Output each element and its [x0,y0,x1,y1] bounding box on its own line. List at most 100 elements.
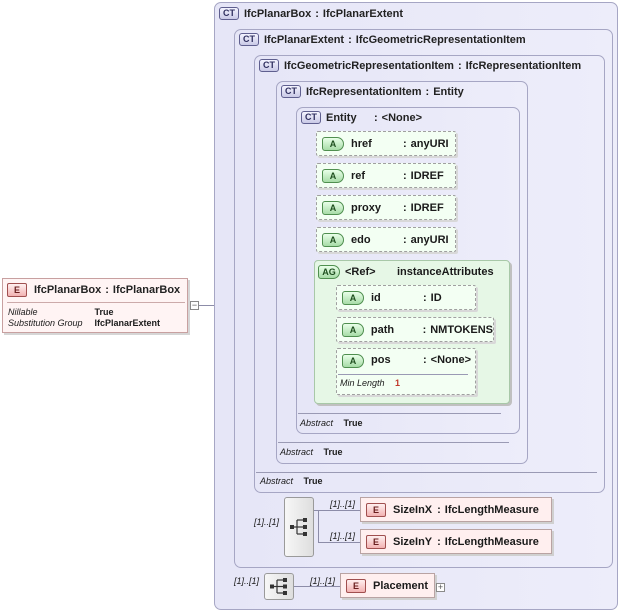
attribute-name: edo [351,233,371,246]
attribute-path[interactable]: A path NMTOKENS [336,317,494,342]
connector-seq-trunk [318,510,319,543]
root-prop-key: Nillable [8,307,38,317]
sizeiny-cardinality: [1]..[1] [330,531,356,541]
ct-name: IfcPlanarExtent [264,33,345,46]
complex-type-icon: CT [219,7,239,20]
ct-type: <None> [381,111,423,124]
connector-root [198,305,215,306]
element-type: IfcLengthMeasure [437,536,539,548]
ct-entity-header: CT Entity : <None> [301,111,422,124]
ct-sep: : [374,111,378,124]
ct-name: Entity [326,111,357,124]
attribute-group-icon: AG [318,265,340,279]
footer-value: 1 [395,378,401,388]
geom-footer-divider [256,472,597,473]
root-prop-key: Substitution Group [8,318,83,328]
element-name: SizeInX [393,503,433,516]
attribute-type: anyURI [403,138,449,150]
element-name: Placement [373,579,429,592]
root-prop-substitution: Substitution Group IfcPlanarExtent [8,318,160,328]
attribute-group-name: <Ref> [345,266,376,278]
root-prop-value: True [94,307,114,317]
ct-sep: : [348,33,352,46]
inner-sequence-compositor[interactable] [284,497,314,557]
attribute-ref[interactable]: A ref IDREF [316,163,456,188]
complex-type-icon: CT [281,85,301,98]
rep-footer-divider [278,442,509,443]
element-badge-icon: E [7,283,27,297]
attribute-icon: A [322,136,344,151]
ct-type: IfcPlanarExtent [322,7,404,20]
placement-cardinality: [1]..[1] [310,576,336,586]
element-name: SizeInY [393,535,433,548]
ct-name: IfcRepresentationItem [306,85,422,98]
attribute-icon: A [322,168,344,183]
footer-value: True [323,447,343,457]
attribute-icon: A [342,354,364,368]
complex-type-icon: CT [301,111,321,124]
entity-abstract-footer: Abstract True [300,418,363,428]
element-type: IfcLengthMeasure [437,504,539,516]
footer-value: True [303,476,323,486]
attribute-icon: A [322,200,344,215]
pos-divider [338,374,468,375]
attribute-type: ID [423,292,442,304]
footer-value: True [343,418,363,428]
ct-rep-header: CT IfcRepresentationItem : Entity [281,85,464,98]
element-sizeinx[interactable]: E SizeInX IfcLengthMeasure [360,497,552,522]
attribute-name: path [370,323,395,336]
footer-key: Abstract [280,447,314,457]
entity-footer-divider [298,413,501,414]
ct-type: Entity [433,85,464,98]
attribute-icon: A [342,290,364,305]
root-element-header: E IfcPlanarBox : IfcPlanarBox [7,283,180,297]
ct-name: IfcPlanarBox [244,7,312,20]
ct-sep: : [315,7,319,20]
attribute-type: IDREF [403,170,444,182]
root-element-divider [7,302,185,303]
geom-abstract-footer: Abstract True [260,476,323,486]
sequence-icon [290,518,307,536]
attribute-group-header: AG <Ref> instanceAttributes [318,265,494,279]
attribute-icon: A [342,322,364,337]
ct-geom-header: CT IfcGeometricRepresentationItem : IfcR… [259,59,581,72]
ct-sep: : [457,59,462,72]
root-element-sep: : [105,284,109,296]
attribute-name: id [371,291,381,304]
inner-sequence-cardinality: [1]..[1] [254,517,280,527]
attribute-type: IDREF [403,202,444,214]
outer-sequence-compositor[interactable] [264,573,294,600]
root-expand-icon[interactable]: − [190,300,199,310]
root-prop-nillable: Nillable True [8,307,114,317]
element-placement[interactable]: E Placement [340,573,435,598]
attribute-edo[interactable]: A edo anyURI [316,227,456,252]
attribute-pos[interactable]: A pos <None> [336,348,476,395]
attribute-proxy[interactable]: A proxy IDREF [316,195,456,220]
attribute-name: proxy [351,201,381,214]
ct-type: IfcRepresentationItem [465,59,582,72]
root-element-ifcplanarbox[interactable]: E IfcPlanarBox : IfcPlanarBox Nillable T… [2,278,188,333]
connector-placement [294,586,340,587]
ct-sep: : [425,85,430,98]
ct-ifcplanarextent-header: CT IfcPlanarExtent : IfcGeometricReprese… [239,33,526,46]
connector-seq-y [318,542,360,543]
attribute-id[interactable]: A id ID [336,285,476,310]
rep-abstract-footer: Abstract True [280,447,343,457]
root-element-name: IfcPlanarBox [34,284,102,296]
attribute-name: ref [351,169,366,182]
footer-key: Abstract [300,418,334,428]
placement-expand-icon[interactable]: + [436,582,445,592]
attribute-type: <None> [423,354,471,366]
outer-sequence-cardinality: [1]..[1] [234,576,260,586]
complex-type-icon: CT [239,33,259,46]
ct-name: IfcGeometricRepresentationItem [284,59,454,72]
sequence-icon [270,578,287,595]
attribute-icon: A [322,232,344,247]
sizeinx-cardinality: [1]..[1] [330,499,356,509]
attribute-href[interactable]: A href anyURI [316,131,456,156]
ct-ifcplanarbox-header: CT IfcPlanarBox : IfcPlanarExtent [219,7,403,20]
complex-type-icon: CT [259,59,279,72]
element-badge-icon: E [366,534,386,549]
attribute-name: pos [371,354,391,366]
element-sizeiny[interactable]: E SizeInY IfcLengthMeasure [360,529,552,554]
